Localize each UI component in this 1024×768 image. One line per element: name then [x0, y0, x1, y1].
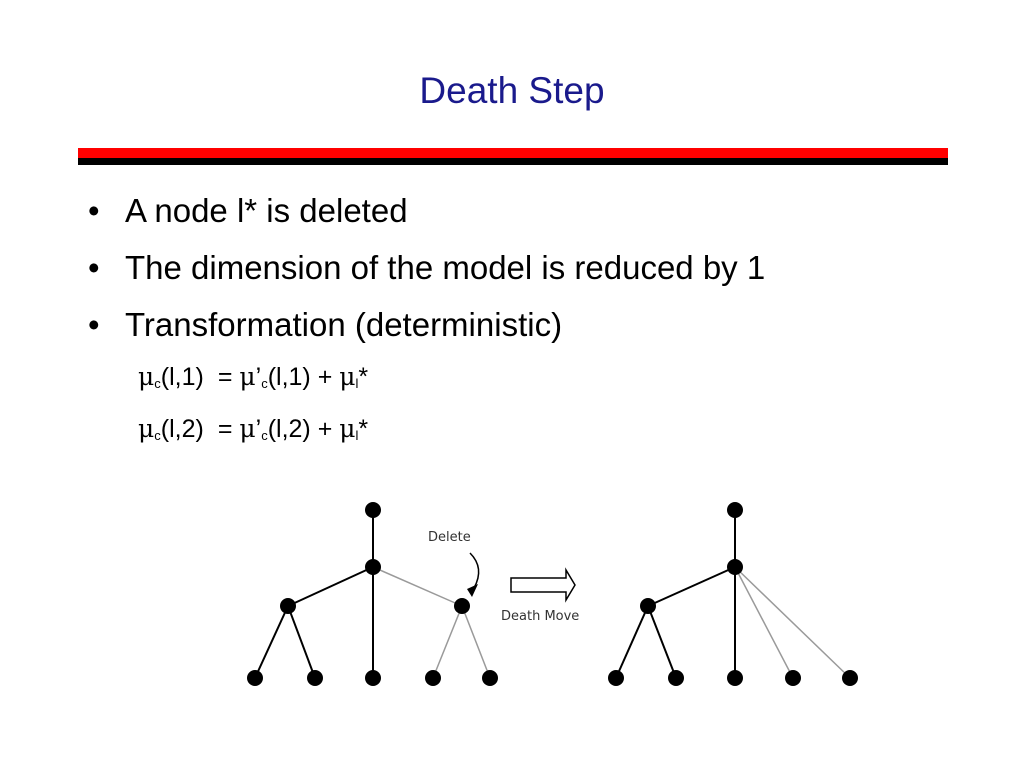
left-tree-nodes	[247, 502, 498, 686]
tree-node	[668, 670, 684, 686]
right-tree-nodes	[608, 502, 858, 686]
bullet-marker: •	[88, 192, 100, 229]
bullet-marker: •	[88, 249, 100, 286]
tree-node	[425, 670, 441, 686]
equation-1: μc(l,1)= μ’c(l,1) + μl*	[138, 362, 369, 391]
tree-edge	[615, 605, 649, 679]
tree-edge	[734, 566, 794, 679]
bullet-marker: •	[88, 306, 100, 343]
tree-edge	[647, 566, 736, 607]
slide-title: Death Step	[419, 70, 605, 111]
tree-edge	[287, 566, 374, 607]
delete-arrowhead	[467, 584, 478, 597]
tree-node	[365, 559, 381, 575]
tree-node	[482, 670, 498, 686]
tree-node	[280, 598, 296, 614]
bullet-text: Transformation (deterministic)	[125, 306, 563, 343]
tree-edge	[734, 566, 851, 679]
tree-node	[365, 502, 381, 518]
death-move-label: Death Move	[501, 609, 579, 624]
tree-node	[785, 670, 801, 686]
tree-edge	[432, 605, 463, 679]
equation-2: μc(l,2)= μ’c(l,2) + μl*	[138, 414, 369, 443]
title-divider-black	[78, 158, 948, 165]
tree-node	[307, 670, 323, 686]
bullet-text: A node l* is deleted	[125, 192, 408, 229]
tree-node	[842, 670, 858, 686]
right-tree-edges	[615, 510, 851, 679]
tree-node	[727, 502, 743, 518]
bullet-item: • A node l* is deleted	[88, 188, 765, 245]
delete-label: Delete	[428, 530, 471, 545]
left-tree-edges	[254, 510, 491, 679]
tree-edge	[461, 605, 491, 679]
tree-node	[365, 670, 381, 686]
bullet-text: The dimension of the model is reduced by…	[125, 249, 766, 286]
tree-node	[608, 670, 624, 686]
tree-node	[247, 670, 263, 686]
tree-edge	[372, 566, 463, 607]
deleted-node	[454, 598, 470, 614]
title-divider-red	[78, 148, 948, 158]
tree-edge	[287, 605, 316, 679]
bullet-list: • A node l* is deleted • The dimension of …	[88, 188, 765, 359]
bullet-item: • The dimension of the model is reduced b…	[88, 245, 765, 302]
tree-node	[727, 559, 743, 575]
delete-arrow	[469, 552, 480, 589]
tree-node	[640, 598, 656, 614]
transition-arrow	[510, 567, 576, 603]
tree-edge	[647, 605, 677, 679]
bullet-item: • Transformation (deterministic)	[88, 302, 765, 359]
tree-edge	[254, 605, 289, 679]
tree-node	[727, 670, 743, 686]
